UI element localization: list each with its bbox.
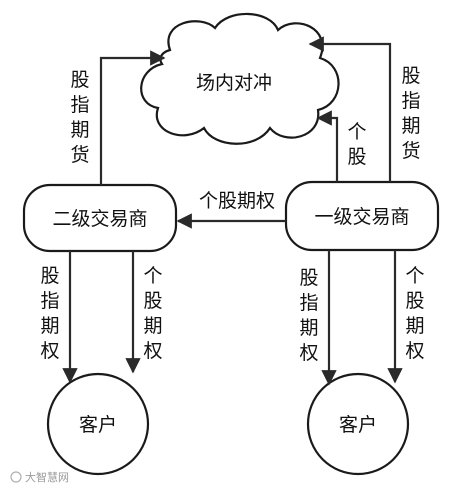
watermark-text: 大智慧网: [25, 470, 69, 484]
label-char: 权: [299, 342, 318, 364]
label-char: 股: [299, 267, 318, 289]
label-char: 股: [70, 69, 89, 91]
label-primary-to-client-index: 股 指 期 权: [299, 267, 318, 364]
label-char: 股: [40, 265, 59, 287]
watermark: 大智慧网: [10, 470, 69, 484]
label-char: 个: [405, 265, 424, 287]
secondary-dealer-label: 二级交易商: [52, 208, 147, 230]
label-char: 期: [401, 115, 420, 137]
label-char: 指: [401, 90, 420, 112]
label-char: 权: [40, 340, 59, 362]
label-char: 股: [347, 146, 366, 168]
edge-primary-stock-to-cloud: [316, 110, 339, 182]
label-char: 货: [401, 140, 420, 162]
label-char: 个: [347, 121, 366, 143]
label-char: 股: [401, 65, 420, 87]
label-secondary-to-client-index: 股 指 期 权: [40, 265, 59, 362]
cloud-label: 场内对冲: [196, 72, 272, 94]
client-left-label: 客户: [79, 414, 117, 436]
label-char: 权: [405, 340, 424, 362]
label-primary-to-secondary: 个股期权: [199, 190, 275, 212]
edge-primary-index-to-cloud: [308, 36, 392, 182]
watermark-logo-icon: [10, 471, 22, 483]
label-char: 指: [70, 94, 89, 116]
label-char: 股: [405, 290, 424, 312]
client-right-label: 客户: [339, 414, 377, 436]
label-char: 指: [299, 292, 318, 314]
label-char: 期: [70, 119, 89, 141]
label-primary-stock-to-cloud: 个 股: [347, 121, 366, 168]
label-char: 期: [405, 315, 424, 337]
label-char: 指: [40, 290, 59, 312]
label-char: 权: [143, 340, 162, 362]
label-char: 期: [299, 317, 318, 339]
label-secondary-to-client-stock: 个 股 期 权: [143, 265, 162, 362]
client-left-circle: [46, 372, 150, 476]
label-char: 期: [40, 315, 59, 337]
label-primary-to-client-stock: 个 股 期 权: [405, 265, 424, 362]
label-primary-index-to-cloud: 股 指 期 货: [401, 65, 420, 162]
primary-dealer-label: 一级交易商: [314, 206, 409, 228]
client-right-circle: [306, 372, 410, 476]
label-char: 个: [143, 265, 162, 287]
primary-dealer-box: [284, 180, 440, 252]
label-char: 期: [143, 315, 162, 337]
label-char: 货: [70, 144, 89, 166]
cloud-shape: [140, 12, 340, 145]
label-secondary-to-cloud: 股 指 期 货: [70, 69, 89, 166]
label-char: 股: [143, 290, 162, 312]
edge-secondary-to-cloud: [99, 50, 166, 185]
